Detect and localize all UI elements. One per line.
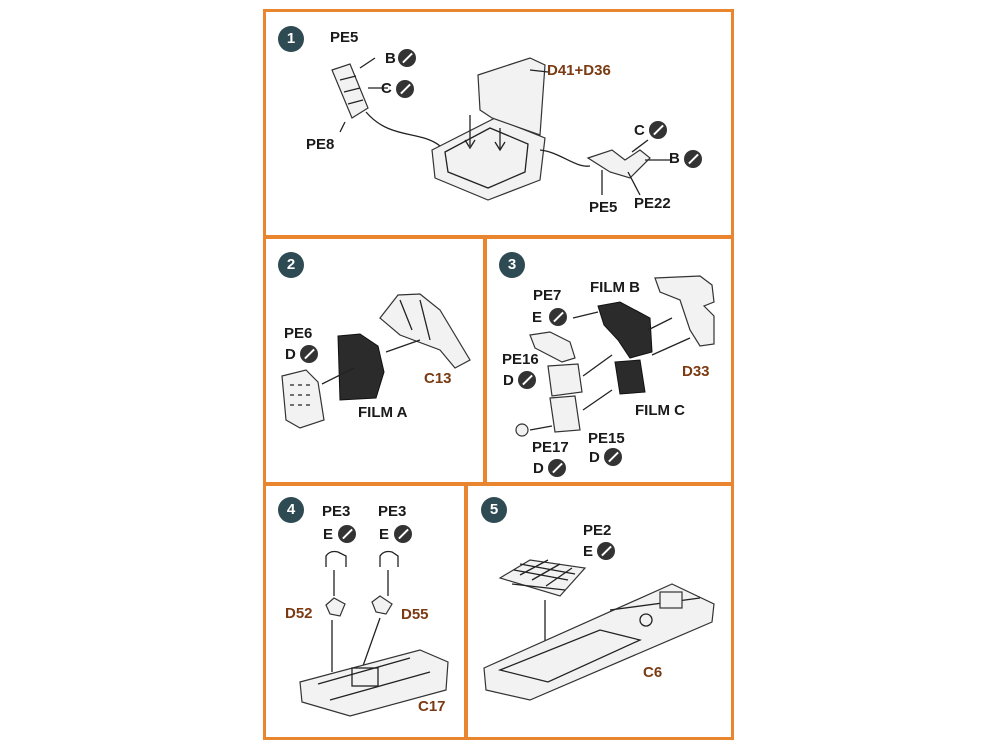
label-c-top: C: [381, 80, 392, 97]
step-badge-3: 3: [499, 252, 525, 278]
step-badge-4: 4: [278, 497, 304, 523]
drill-icon: [398, 49, 416, 67]
label-pe2: PE2: [583, 522, 612, 539]
label-b-right: B: [669, 150, 680, 167]
drill-icon: [518, 371, 536, 389]
panel-step-4: [263, 483, 467, 740]
label-film-c: FILM C: [635, 402, 685, 419]
drill-icon: [300, 345, 318, 363]
label-d52: D52: [285, 605, 313, 622]
label-pe17: PE17: [532, 439, 569, 456]
label-pe5-top: PE5: [330, 29, 359, 46]
label-c6: C6: [643, 664, 663, 681]
label-film-a: FILM A: [358, 404, 408, 421]
label-c17: C17: [418, 698, 446, 715]
label-e: E: [583, 543, 594, 560]
label-d-pe17: D: [533, 460, 544, 477]
label-d: D: [285, 346, 296, 363]
drill-icon: [597, 542, 615, 560]
drill-icon: [396, 80, 414, 98]
label-pe8: PE8: [306, 136, 335, 153]
drill-icon: [394, 525, 412, 543]
label-e-left: E: [323, 526, 334, 543]
drill-icon: [549, 308, 567, 326]
label-pe3-right: PE3: [378, 503, 407, 520]
label-d-pe16: D: [503, 372, 514, 389]
label-d33: D33: [682, 363, 710, 380]
label-d-pe15: D: [589, 449, 600, 466]
label-pe15: PE15: [588, 430, 625, 447]
label-pe5-bottom: PE5: [589, 199, 618, 216]
drill-icon: [338, 525, 356, 543]
label-d55: D55: [401, 606, 429, 623]
label-pe3-left: PE3: [322, 503, 351, 520]
label-pe6: PE6: [284, 325, 313, 342]
label-c-right: C: [634, 122, 645, 139]
drill-icon: [684, 150, 702, 168]
drill-icon: [649, 121, 667, 139]
label-b-top: B: [385, 50, 396, 67]
step-badge-1: 1: [278, 26, 304, 52]
label-film-b: FILM B: [590, 279, 640, 296]
label-d41-d36: D41+D36: [547, 62, 611, 79]
label-pe16: PE16: [502, 351, 539, 368]
label-pe22: PE22: [634, 195, 671, 212]
step-badge-5: 5: [481, 497, 507, 523]
step-badge-2: 2: [278, 252, 304, 278]
drill-icon: [604, 448, 622, 466]
label-c13: C13: [424, 370, 452, 387]
drill-icon: [548, 459, 566, 477]
label-pe7: PE7: [533, 287, 562, 304]
label-e-right: E: [379, 526, 390, 543]
label-e: E: [532, 309, 543, 326]
